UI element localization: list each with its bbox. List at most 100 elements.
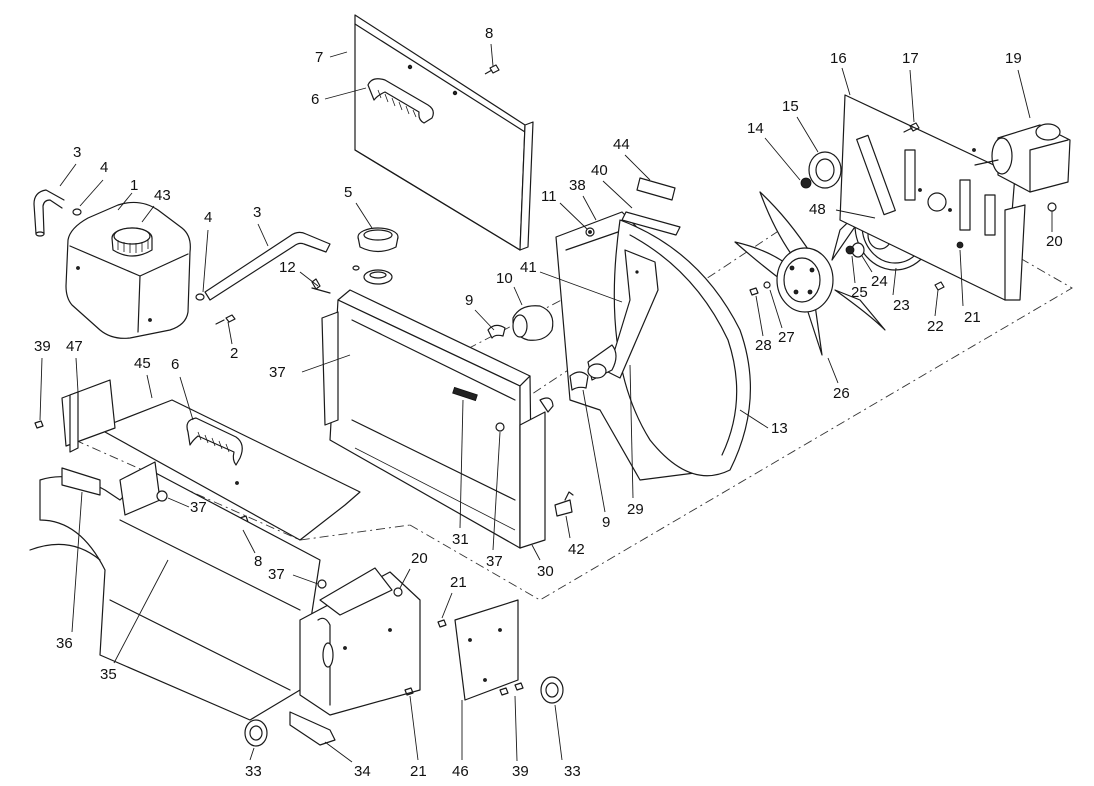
callout-28: 28: [755, 337, 772, 354]
leader-line-14: [764, 137, 801, 181]
callout-9: 9: [465, 292, 473, 309]
leader-line-11: [559, 202, 588, 230]
leader-line-31: [459, 399, 464, 529]
leader-line-39: [514, 695, 518, 762]
callout-42: 42: [568, 541, 585, 558]
callout-45: 45: [134, 355, 151, 372]
leader-line-10: [513, 286, 523, 306]
leader-line-36: [71, 491, 83, 633]
leader-line-4: [202, 229, 209, 293]
callout-6: 6: [311, 91, 319, 108]
leader-line-24: [861, 255, 873, 273]
leader-line-27: [769, 289, 783, 329]
callout-1: 1: [130, 177, 138, 194]
leader-line-25: [851, 255, 856, 284]
callout-21: 21: [450, 574, 467, 591]
callout-41: 41: [520, 259, 537, 276]
callout-5: 5: [344, 184, 352, 201]
leader-line-1: [117, 192, 133, 211]
callout-12: 12: [279, 259, 296, 276]
callout-37: 37: [269, 364, 286, 381]
callout-38: 38: [569, 177, 586, 194]
leader-line-9: [582, 389, 606, 513]
leader-line-39: [39, 357, 43, 421]
leader-line-21: [959, 249, 964, 307]
callout-40: 40: [591, 162, 608, 179]
callout-2: 2: [230, 345, 238, 362]
callout-20: 20: [1046, 233, 1063, 250]
leader-line-8: [490, 43, 494, 67]
callout-47: 47: [66, 338, 83, 355]
leader-line-34: [324, 741, 353, 763]
callout-7: 7: [315, 49, 323, 66]
callout-27: 27: [778, 329, 795, 346]
callout-11: 11: [541, 188, 557, 205]
leader-line-42: [565, 515, 571, 539]
callout-39: 39: [34, 338, 51, 355]
leader-line-3: [59, 163, 77, 187]
callout-44: 44: [613, 136, 630, 153]
leader-line-4: [79, 179, 104, 207]
engine-mount-bracket: [289, 567, 421, 746]
leader-line-5: [355, 202, 373, 229]
callout-31: 31: [452, 531, 469, 548]
leader-line-17: [909, 69, 915, 123]
leader-line-48: [835, 209, 876, 219]
leader-line-6: [324, 87, 367, 100]
callout-37: 37: [268, 566, 285, 583]
callout-29: 29: [627, 501, 644, 518]
leader-line-30: [531, 544, 541, 561]
callout-46: 46: [452, 763, 469, 780]
callout-8: 8: [485, 25, 493, 42]
callout-4: 4: [100, 159, 108, 176]
leader-line-21: [441, 592, 453, 619]
callout-21: 21: [410, 763, 427, 780]
leader-line-37: [167, 497, 190, 508]
callout-9: 9: [602, 514, 610, 531]
fitting-42: [554, 491, 574, 517]
leader-line-37: [492, 431, 501, 551]
callout-48: 48: [809, 201, 826, 218]
callout-36: 36: [56, 635, 73, 652]
leader-line-44: [624, 154, 651, 181]
callout-14: 14: [747, 120, 764, 137]
leader-line-33: [554, 704, 563, 761]
callout-3: 3: [73, 144, 81, 161]
leader-line-40: [602, 180, 633, 209]
leader-line-29: [629, 364, 634, 499]
upper-hose: [487, 305, 554, 341]
callout-22: 22: [927, 318, 944, 335]
leader-line-20: [399, 568, 411, 589]
callout-33: 33: [245, 763, 262, 780]
callout-leader-lines: [39, 43, 1053, 763]
callout-26: 26: [833, 385, 850, 402]
leader-line-45: [146, 374, 153, 399]
mounting-plate: [839, 94, 1057, 301]
fan-shroud: [555, 177, 751, 481]
callout-37: 37: [486, 553, 503, 570]
bracket-47: [34, 379, 116, 453]
leader-line-37: [301, 354, 351, 373]
hydraulic-pump: [972, 123, 1071, 193]
hinged-panel: [354, 14, 534, 251]
callout-6: 6: [171, 356, 179, 373]
leader-line-13: [739, 409, 769, 429]
callout-33: 33: [564, 763, 581, 780]
callout-8: 8: [254, 553, 262, 570]
leader-line-38: [582, 195, 597, 221]
radiator-cap: [357, 227, 399, 285]
callout-39: 39: [512, 763, 529, 780]
bolt-8-top: [484, 64, 500, 75]
leader-line-21: [409, 695, 419, 761]
callout-13: 13: [771, 420, 788, 437]
callout-16: 16: [830, 50, 847, 67]
reservoir-tank: [65, 201, 191, 339]
leader-line-9: [474, 309, 495, 331]
callout-23: 23: [893, 297, 910, 314]
callout-21: 21: [964, 309, 981, 326]
leader-line-7: [329, 51, 348, 58]
rubber-mounts-33: [244, 676, 564, 747]
leader-line-43: [141, 205, 155, 223]
